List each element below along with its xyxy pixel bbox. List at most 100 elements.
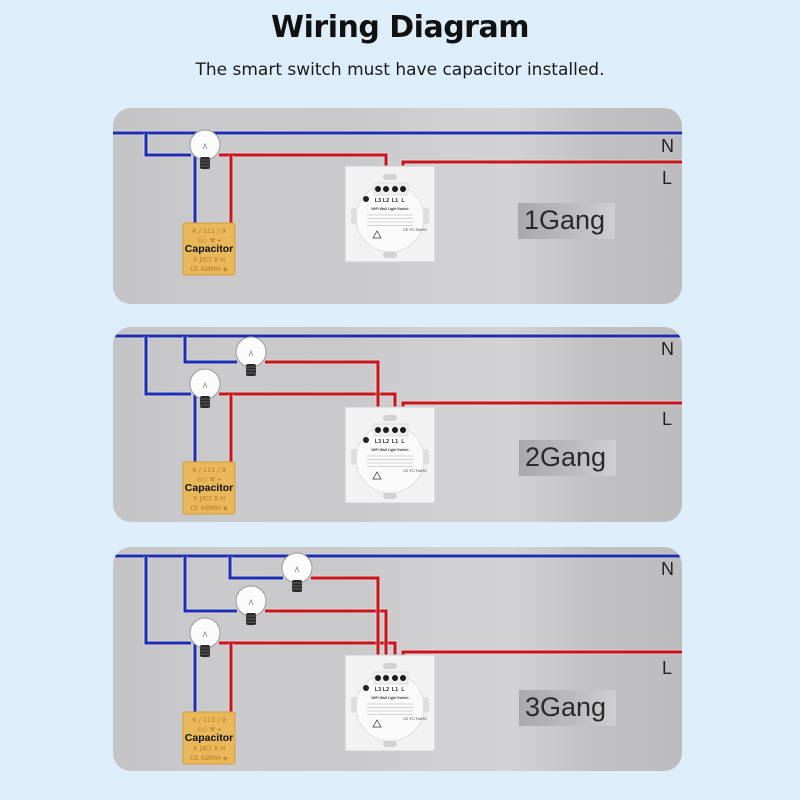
bulb-filament — [202, 381, 208, 389]
terminal-block — [373, 671, 409, 685]
screw-hole — [363, 196, 369, 202]
warning-icon — [372, 230, 382, 239]
light-bulb-icon — [189, 617, 221, 657]
terminal-label: L3 — [375, 687, 381, 693]
warning-icon — [372, 471, 382, 480]
capacitor-marking: ⊙◇ ⚒ ⌖ — [197, 237, 221, 245]
clip-top — [383, 174, 397, 180]
clip-right — [423, 449, 429, 465]
capacitor-label: Capacitor — [185, 243, 233, 255]
warning-icon — [372, 719, 382, 728]
light-bulb-icon — [235, 585, 267, 625]
capacitor: K / 111 / 9⊙◇ ⚒ ⌖X JXCI X.HCE KØMH ◈Capa… — [182, 711, 236, 765]
bulb-filament — [248, 349, 254, 357]
screw-hole — [363, 437, 369, 443]
capacitor-marking: ⊙◇ ⚒ ⌖ — [197, 476, 221, 484]
live-label: L — [661, 409, 672, 429]
gang-label: 2Gang — [519, 440, 617, 476]
terminal-l3 — [375, 675, 381, 681]
terminal-l2 — [383, 186, 389, 192]
ce-fcc-marks: CE FC RoHS — [403, 716, 427, 721]
switched-live-wire — [311, 576, 380, 678]
page-title: Wiring Diagram — [271, 10, 529, 45]
terminal-l2 — [383, 427, 389, 433]
terminal-l3 — [375, 427, 381, 433]
light-bulb-icon — [189, 368, 221, 408]
capacitor-marking: CE KØMH ◈ — [190, 265, 228, 273]
terminal-l — [400, 186, 406, 192]
neutral-label: N — [661, 559, 674, 579]
capacitor-marking: K / 111 / 9 — [192, 227, 225, 235]
neutral-label: N — [661, 339, 674, 359]
terminal-l1 — [392, 186, 398, 192]
terminal-block — [373, 182, 409, 196]
terminal-l2 — [383, 675, 389, 681]
capacitor-marking: CE KØMH ◈ — [190, 504, 228, 512]
bulb-filament — [248, 598, 254, 606]
neutral-branch-wire — [144, 336, 191, 396]
terminal-label: L1 — [392, 198, 398, 204]
terminal-l1 — [392, 427, 398, 433]
terminal-label: L1 — [392, 687, 398, 693]
light-bulb-icon — [189, 129, 221, 169]
wiring-diagram: K / 111 / 9⊙◇ ⚒ ⌖X JXCI X.HCE KØMH ◈Capa… — [113, 333, 682, 515]
light-bulb-icon — [281, 552, 313, 592]
capacitor-body — [182, 711, 236, 765]
live-label: L — [661, 658, 672, 678]
terminal-label: L3 — [375, 439, 381, 445]
neutral-branch-wire — [144, 556, 191, 645]
terminal-label: L — [401, 687, 405, 693]
wiring-diagram: K / 111 / 9⊙◇ ⚒ ⌖X JXCI X.HCE KØMH ◈Capa… — [113, 552, 682, 765]
live-label: L — [661, 168, 672, 188]
clip-bottom — [383, 741, 397, 747]
light-bulb-icon — [235, 336, 267, 376]
switch-model-label: WiFi Wall Light Switch — [371, 448, 408, 452]
terminal-label: L — [401, 439, 405, 445]
capacitor: K / 111 / 9 ⊙◇ ⚒ ⌖ X JXCI X.HCE KØMH ◈ Capa… — [182, 222, 236, 276]
ce-fcc-marks: CE FC RoHS — [403, 468, 427, 473]
capacitor-marking: X JXCI X.H — [193, 745, 225, 753]
neutral-branch-wire — [144, 133, 191, 157]
terminal-l1 — [392, 675, 398, 681]
ce-fcc-marks: CE FC RoHS — [403, 227, 427, 232]
terminal-label: L2 — [383, 198, 389, 204]
gang-label: 1Gang — [518, 203, 616, 239]
terminal-l — [400, 675, 406, 681]
capacitor-marking: K / 111 / 9 — [192, 716, 225, 724]
capacitor-body — [182, 461, 236, 515]
screw-hole — [363, 685, 369, 691]
terminal-block — [373, 423, 409, 437]
live-wire — [401, 401, 682, 430]
clip-right — [423, 697, 429, 713]
clip-left — [351, 697, 357, 713]
capacitor: K / 111 / 9⊙◇ ⚒ ⌖X JXCI X.HCE KØMH ◈Capa… — [182, 461, 236, 515]
terminal-l3 — [375, 186, 381, 192]
terminal-label: L1 — [392, 439, 398, 445]
clip-bottom — [383, 493, 397, 499]
bulb-filament — [202, 630, 208, 638]
terminal-label: L2 — [383, 439, 389, 445]
clip-bottom — [383, 252, 397, 258]
capacitor-marking: CE KØMH ◈ — [190, 754, 228, 762]
capacitor-marking: K / 111 / 9 — [192, 466, 225, 474]
neutral-branch-wire — [183, 556, 237, 613]
capacitor-label: Capacitor — [185, 482, 233, 494]
bulb-filament — [294, 565, 300, 573]
bulb-filament — [202, 142, 208, 150]
capacitor-marking: X JXCI X.H — [193, 256, 225, 264]
neutral-branch-wire — [183, 336, 237, 364]
clip-left — [351, 208, 357, 224]
terminal-label: L — [401, 198, 405, 204]
clip-top — [383, 663, 397, 669]
switch-model-label: WiFi Wall Light Switch — [371, 696, 408, 700]
clip-top — [383, 415, 397, 421]
terminal-l — [400, 427, 406, 433]
clip-left — [351, 449, 357, 465]
switch-model-label: WiFi Wall Light Switch — [371, 207, 408, 211]
capacitor-label: Capacitor — [185, 732, 233, 744]
page-subtitle: The smart switch must have capacitor ins… — [195, 60, 605, 80]
